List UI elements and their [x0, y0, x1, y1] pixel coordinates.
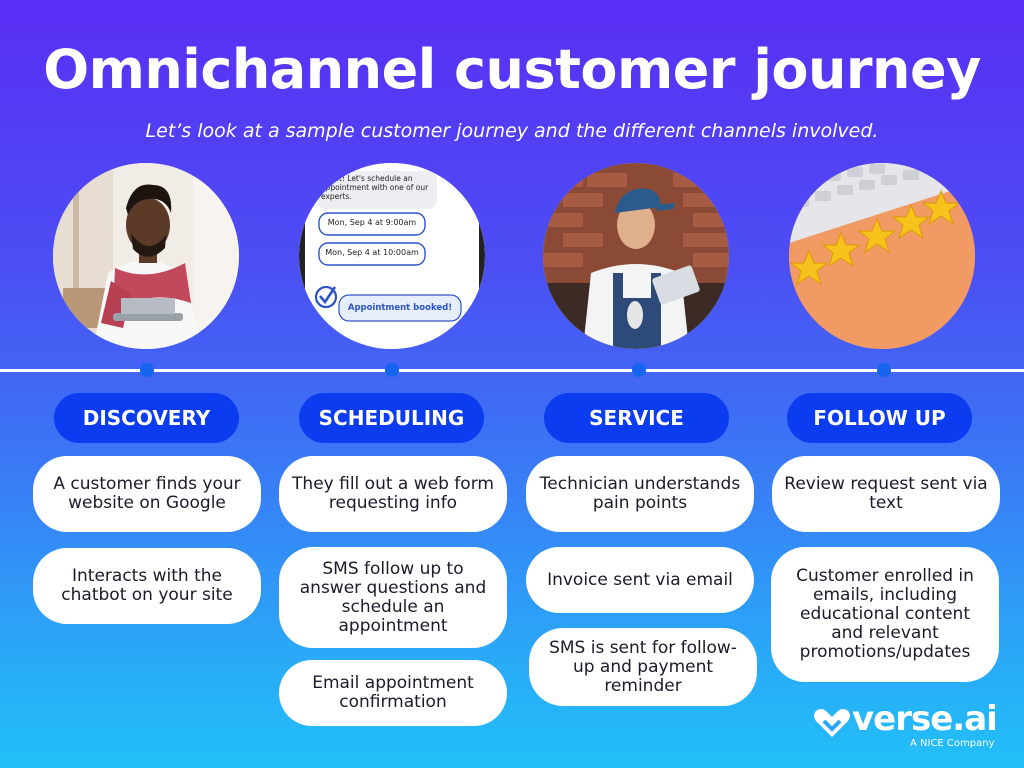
service-step-1: Technician understands pain points — [526, 456, 754, 532]
customer-laptop-photo — [53, 163, 239, 349]
review-stars-photo — [789, 163, 975, 349]
stage-follow-up: FOLLOW UP — [787, 393, 972, 443]
verse-ai-logo: verse.ai A NICE Company — [812, 699, 1002, 755]
stage-discovery: DISCOVERY — [54, 393, 239, 443]
follow-up-step-2: Customer enrolled in emails, including e… — [771, 547, 999, 682]
timeline-dot-scheduling — [385, 363, 399, 377]
chat-bubble-text: Great! Let's schedule an appointment wit… — [321, 174, 429, 201]
logo-tagline: A NICE Company — [910, 738, 995, 749]
page-title: Omnichannel customer journey — [43, 38, 981, 101]
discovery-step-2: Interacts with the chatbot on your site — [33, 548, 261, 624]
logo-wordmark: verse.ai — [852, 699, 998, 739]
scheduling-step-2: SMS follow up to answer questions and sc… — [279, 547, 507, 648]
stage-service: SERVICE — [544, 393, 729, 443]
verse-heart-icon — [814, 709, 850, 737]
service-step-3: SMS is sent for follow-up and payment re… — [529, 628, 757, 706]
service-step-2: Invoice sent via email — [526, 547, 754, 613]
stage-scheduling: SCHEDULING — [299, 393, 484, 443]
follow-up-step-1: Review request sent via text — [772, 456, 1000, 532]
journey-timeline — [0, 369, 1024, 372]
appointment-booked-label: Appointment booked! — [347, 303, 453, 313]
timeline-dot-service — [632, 363, 646, 377]
technician-photo — [543, 163, 729, 349]
scheduling-step-3: Email appointment confirmation — [279, 660, 507, 726]
page-subtitle: Let’s look at a sample customer journey … — [145, 120, 879, 142]
discovery-step-1: A customer finds your website on Google — [33, 456, 261, 532]
timeline-dot-follow-up — [877, 363, 891, 377]
time-option-2: Mon, Sep 4 at 10:00am — [325, 248, 419, 257]
time-option-1: Mon, Sep 4 at 9:00am — [327, 218, 417, 227]
chat-scheduling-photo: Great! Let's schedule an appointment wit… — [299, 163, 485, 349]
scheduling-step-1: They fill out a web form requesting info — [279, 456, 507, 532]
timeline-dot-discovery — [140, 363, 154, 377]
